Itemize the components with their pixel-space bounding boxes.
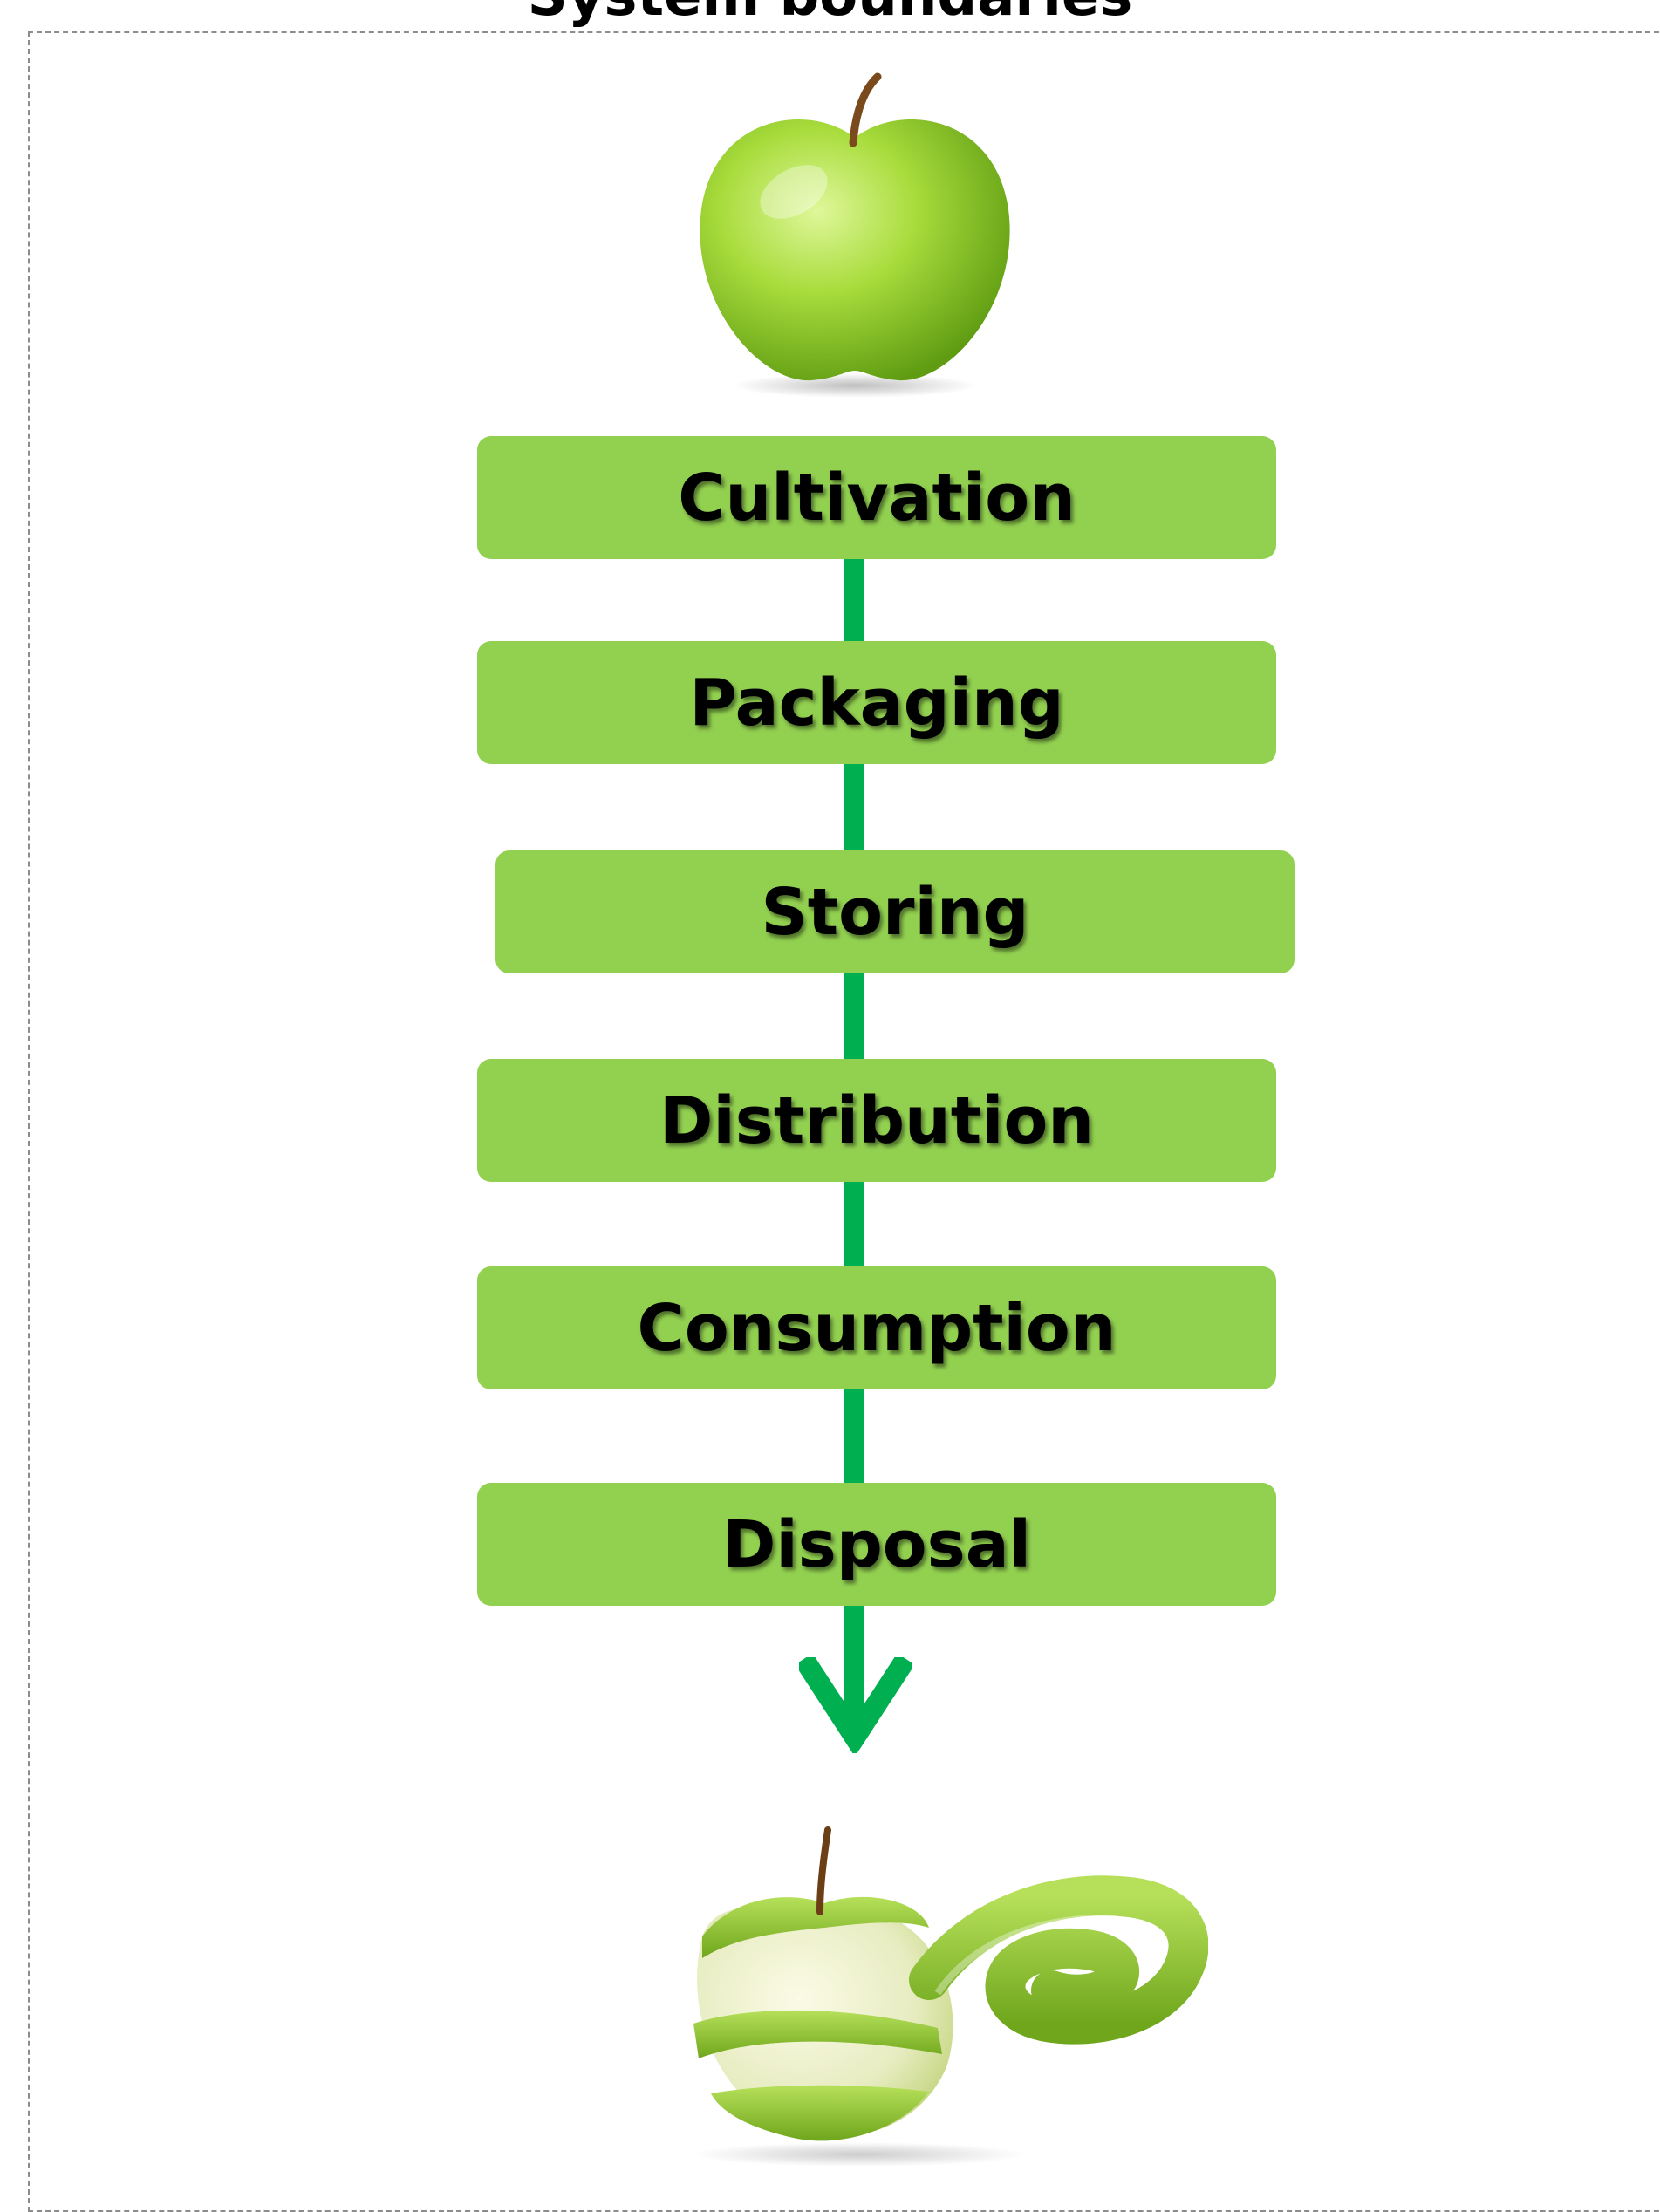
peeled-apple-image <box>693 1826 1208 2167</box>
step-cultivation: Cultivation <box>477 436 1276 559</box>
whole-apple-image <box>700 72 1010 398</box>
step-label: Disposal <box>722 1506 1031 1582</box>
connector-line <box>844 1606 864 1737</box>
step-storing: Storing <box>495 850 1295 973</box>
arrow-down-icon <box>799 1657 912 1753</box>
step-label: Packaging <box>689 665 1064 741</box>
step-label: Consumption <box>637 1290 1117 1366</box>
connector-line <box>844 1181 864 1268</box>
step-label: Storing <box>761 874 1029 950</box>
step-packaging: Packaging <box>477 641 1276 764</box>
step-consumption: Consumption <box>477 1266 1276 1389</box>
diagram-title: System boundaries <box>0 0 1660 24</box>
connector-line <box>844 558 864 644</box>
step-disposal: Disposal <box>477 1483 1276 1606</box>
connector-line <box>844 1388 864 1485</box>
connector-line <box>844 763 864 850</box>
connector-line <box>844 973 864 1062</box>
step-label: Cultivation <box>678 460 1076 536</box>
step-distribution: Distribution <box>477 1059 1276 1182</box>
step-label: Distribution <box>659 1082 1094 1158</box>
